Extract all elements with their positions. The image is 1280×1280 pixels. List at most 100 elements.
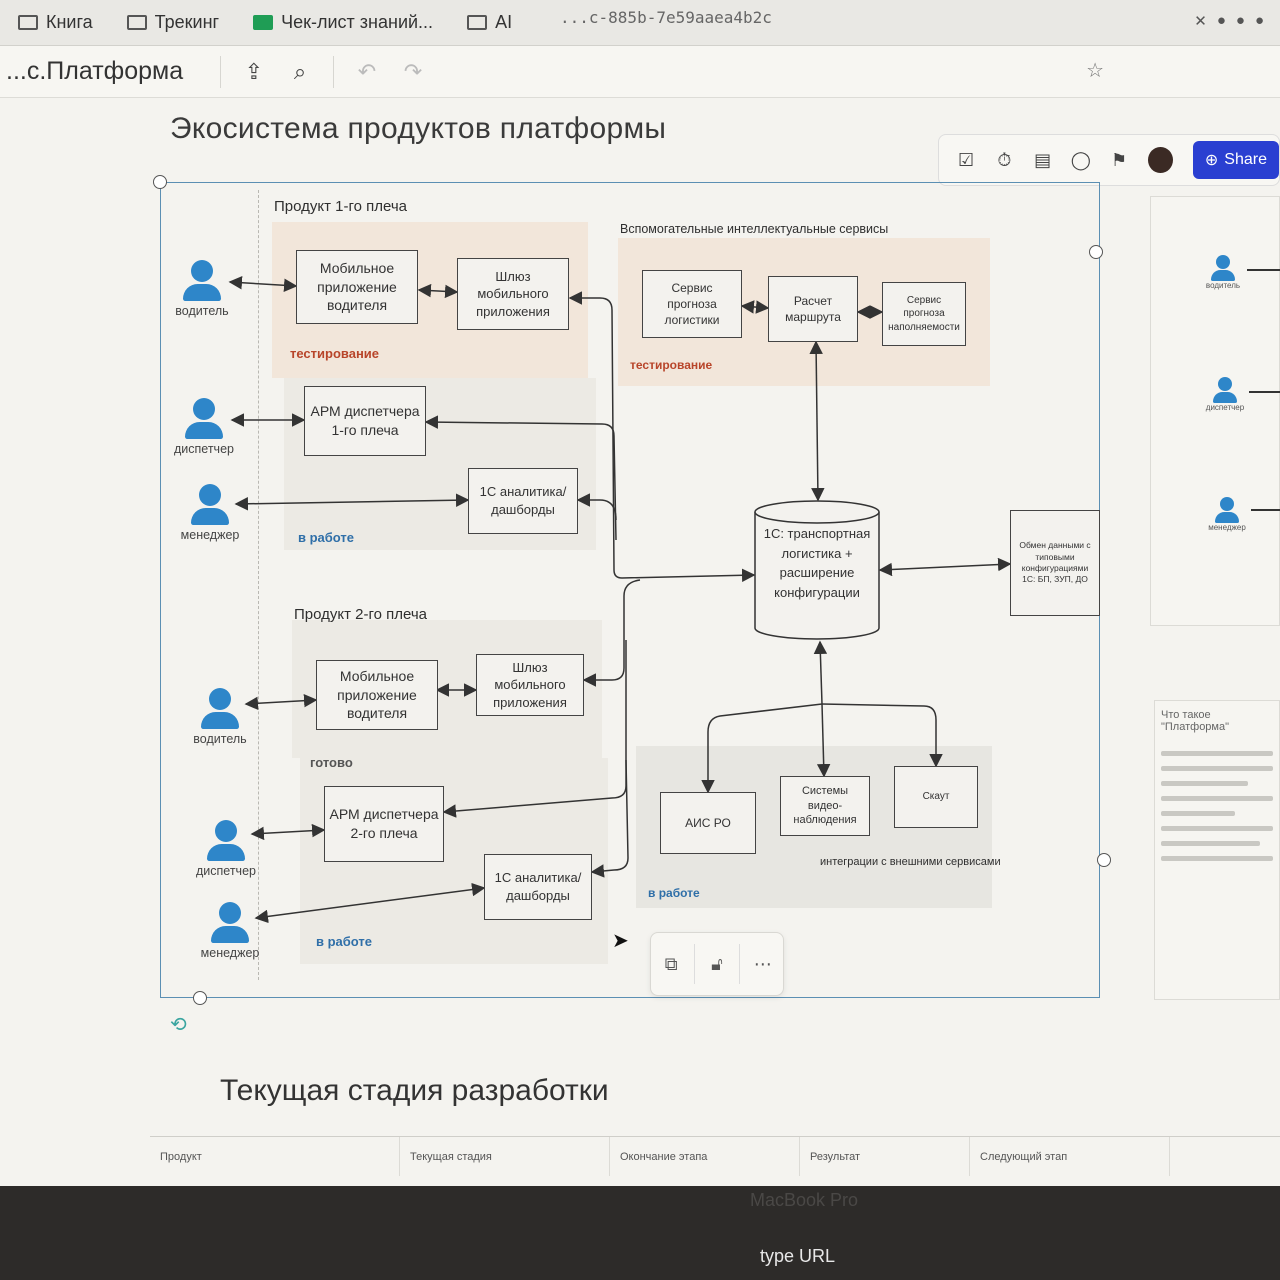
extension-icon[interactable]: ● [1254, 12, 1264, 29]
bookmark-tracking[interactable]: Трекинг [126, 12, 219, 33]
table-header: Результат [800, 1137, 970, 1176]
actor-driver: водитель [1193, 255, 1253, 290]
actor-manager[interactable]: менеджер [170, 484, 250, 542]
resize-handle[interactable] [1097, 853, 1111, 867]
connector [740, 300, 770, 314]
rotate-icon[interactable]: ⟲ [170, 1014, 187, 1036]
cursor-icon: ➤ [612, 930, 629, 952]
url-fragment: ...c-885b-7e59aaea4b2c [560, 8, 772, 27]
avatar[interactable] [1148, 147, 1173, 173]
lane-divider [258, 190, 259, 980]
app-toolbar: ...с.Платформа ⇪ ⌕ ↶ ↷ [0, 46, 1280, 98]
connector [417, 283, 459, 299]
status-badge: в работе [316, 934, 373, 949]
bookmark-book[interactable]: Книга [18, 12, 93, 33]
connector [590, 759, 629, 878]
adjacent-note[interactable]: Что такое "Платформа" [1154, 700, 1280, 1000]
bookmark-ai[interactable]: AI [467, 12, 512, 33]
extension-icon[interactable]: ● [1216, 12, 1226, 29]
redo-icon[interactable]: ↷ [403, 58, 423, 84]
bookmark-checklist[interactable]: Чек-лист знаний... [253, 12, 433, 33]
laptop-brand: MacBook Pro [750, 1190, 859, 1210]
laptop-bezel [0, 1186, 1280, 1280]
export-icon[interactable]: ⇪ [244, 58, 264, 84]
user-icon [209, 688, 231, 710]
stage-table: Продукт Текущая стадия Окончание этапа Р… [150, 1136, 1280, 1176]
node-p1-gateway[interactable]: Шлюз мобильного приложения [457, 258, 569, 330]
section-integrations: интеграции с внешними сервисами [820, 856, 1001, 868]
table-header: Текущая стадия [400, 1137, 610, 1176]
divider [333, 55, 334, 88]
node-p2-mobile-app[interactable]: Мобильное приложение водителя [316, 660, 438, 730]
connector [250, 823, 326, 841]
bookmarks-bar: Книга Трекинг Чек-лист знаний... AI [0, 0, 1280, 46]
user-icon [219, 902, 241, 924]
board-top-tools: ☑ ⏱ ▤ ◯ ⚑ ⊕Share [938, 134, 1280, 186]
node-p1-mobile-app[interactable]: Мобильное приложение водителя [296, 250, 418, 324]
checkbox-icon[interactable]: ☑ [958, 149, 975, 170]
resize-handle[interactable] [1089, 245, 1103, 259]
bookmark-star-icon[interactable]: ☆ [1086, 60, 1104, 82]
node-svc-forecast[interactable]: Сервис прогноза логистики [642, 270, 742, 338]
context-toolbar: ⧉ 🔓︎ ⋯ [650, 932, 784, 996]
notes-icon[interactable]: ▤ [1034, 149, 1052, 170]
node-ais-ro[interactable]: АИС РО [660, 792, 756, 854]
connector [1251, 509, 1280, 511]
sheets-icon [253, 15, 274, 30]
close-icon[interactable]: ✕ [1194, 13, 1207, 30]
node-p1-analytics[interactable]: 1С аналитика/ дашборды [468, 468, 578, 534]
node-svc-fill[interactable]: Сервис прогноза наполняемости [882, 282, 966, 346]
connector [568, 291, 756, 583]
share-button[interactable]: ⊕Share [1192, 141, 1279, 179]
connector [821, 703, 943, 768]
extension-icon[interactable]: ● [1235, 12, 1245, 29]
section-product1: Продукт 1-го плеча [274, 198, 408, 215]
connector [234, 493, 470, 511]
app-title[interactable]: ...с.Платформа [6, 57, 184, 85]
status-badge: в работе [648, 886, 700, 900]
board-title: Экосистема продуктов платформы [170, 112, 667, 145]
frame-icon[interactable]: ⧉ [664, 953, 678, 974]
node-p2-gateway[interactable]: Шлюз мобильного приложения [476, 654, 584, 716]
user-icon [199, 484, 221, 506]
reactions-icon[interactable]: ⚑ [1110, 149, 1128, 170]
touchbar-hint: type URL [760, 1246, 836, 1266]
table-header: Продукт [150, 1137, 400, 1176]
status-badge: в работе [298, 530, 355, 545]
connector [813, 640, 828, 705]
connector [424, 415, 617, 541]
unlock-icon[interactable]: 🔓︎ [711, 953, 723, 974]
undo-icon[interactable]: ↶ [357, 58, 377, 84]
comment-icon[interactable]: ◯ [1070, 149, 1091, 170]
actor-driver[interactable]: водитель [162, 260, 242, 318]
node-svc-route[interactable]: Расчет маршрута [768, 276, 858, 342]
connector [878, 557, 1012, 577]
node-p1-arm[interactable]: АРМ диспетчера 1-го плеча [304, 386, 426, 456]
globe-icon: ⊕ [1204, 152, 1219, 169]
resize-handle[interactable] [153, 175, 167, 189]
connector [1247, 269, 1280, 271]
status-badge: тестирование [290, 346, 380, 361]
connector [809, 340, 825, 502]
node-video[interactable]: Системы видео-наблюдения [780, 776, 870, 836]
node-exchange[interactable]: Обмен данными с типовыми конфигурациями … [1010, 510, 1100, 616]
note-title: Что такое "Платформа" [1161, 709, 1230, 733]
connector [1249, 391, 1280, 393]
node-scout[interactable]: Скаут [894, 766, 978, 828]
user-icon [1216, 255, 1230, 269]
stage-title: Текущая стадия разработки [220, 1074, 609, 1107]
node-p2-arm[interactable]: АРМ диспетчера 2-го плеча [324, 786, 444, 862]
node-p2-analytics[interactable]: 1С аналитика/ дашборды [484, 854, 592, 920]
more-icon[interactable]: ⋯ [753, 953, 772, 974]
extensions-tray: ✕ ● ● ● [1194, 12, 1264, 30]
actor-dispatcher[interactable]: диспетчер [164, 398, 244, 456]
timer-icon[interactable]: ⏱ [997, 149, 1012, 170]
node-core-db[interactable]: 1С: транспортная логистика + расширение … [754, 500, 880, 640]
user-icon [193, 398, 215, 420]
resize-handle[interactable] [193, 991, 207, 1005]
actor-dispatcher[interactable]: диспетчер [186, 820, 266, 878]
actor-driver[interactable]: водитель [180, 688, 260, 746]
adjacent-frame[interactable]: водитель диспетчер менеджер [1150, 196, 1280, 626]
search-icon[interactable]: ⌕ [293, 58, 307, 84]
actor-manager[interactable]: менеджер [190, 902, 270, 960]
